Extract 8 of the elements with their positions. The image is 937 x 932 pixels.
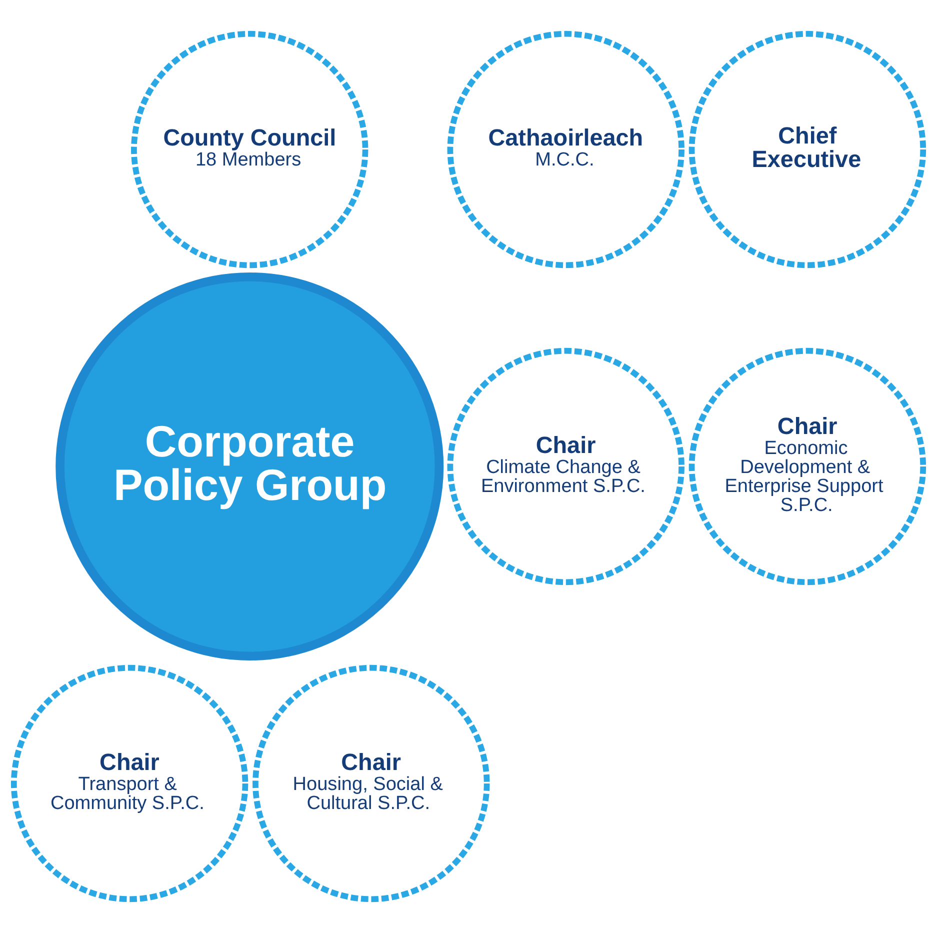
node-circle: Chief Executive xyxy=(688,30,926,268)
node-circle: Cathaoirleach M.C.C. xyxy=(447,30,684,268)
node-circle: Chair Economic Development & Enterprise Support S.P.C. xyxy=(688,347,926,585)
node-circle: Corporate Policy Group xyxy=(56,272,444,660)
node-circle: Chair Transport & Community S.P.C. xyxy=(10,664,248,902)
node-circle: Chair Housing, Social & Cultural S.P.C. xyxy=(252,664,490,902)
node-circle: County Council 18 Members xyxy=(131,30,368,268)
node-circle: Chair Climate Change & Environment S.P.C. xyxy=(447,347,684,585)
